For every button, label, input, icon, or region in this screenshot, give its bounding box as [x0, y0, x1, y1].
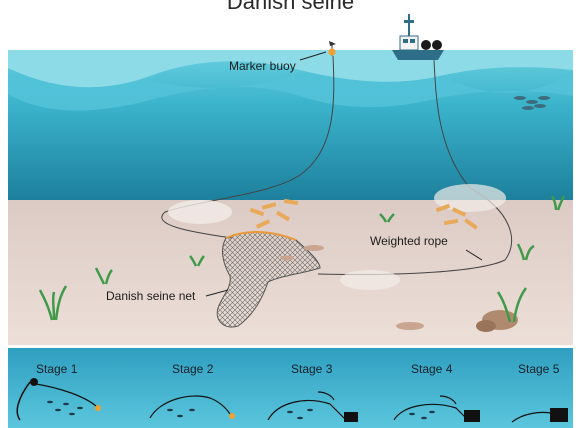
stage-panel — [8, 348, 573, 428]
weighted-rope-label: Weighted rope — [370, 234, 448, 248]
fishing-boat — [392, 14, 444, 60]
danish-seine-net-label: Danish seine net — [106, 289, 195, 303]
stage-3-label: Stage 3 — [291, 362, 332, 376]
stage-2-label: Stage 2 — [172, 362, 213, 376]
stage-4-label: Stage 4 — [411, 362, 452, 376]
sediment-cloud — [340, 270, 400, 290]
sediment-cloud — [168, 200, 232, 224]
marker-buoy-label: Marker buoy — [229, 59, 296, 73]
seabed-rock — [476, 320, 496, 332]
marker-buoy — [329, 41, 337, 56]
stage-5-label: Stage 5 — [518, 362, 559, 376]
stage-1-label: Stage 1 — [36, 362, 77, 376]
